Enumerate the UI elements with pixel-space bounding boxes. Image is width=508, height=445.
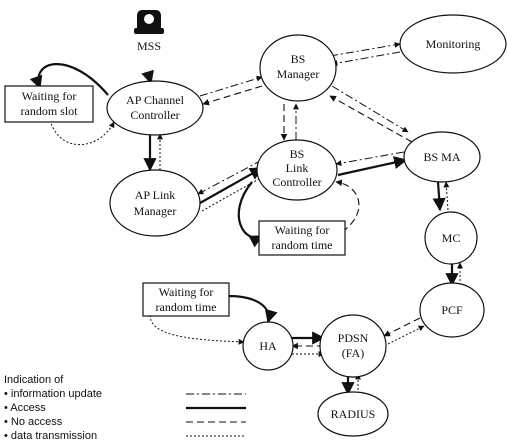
edge-bsm-bsma-info <box>331 85 409 133</box>
box-waiting-random-time-bs[interactable]: Waiting for random time <box>258 220 346 256</box>
edge-bslc-aplm-info <box>197 159 263 195</box>
pcf-label: PCF <box>441 303 463 317</box>
node-ap-channel-controller[interactable]: AP Channel Controller <box>106 80 204 136</box>
legend-title: Indication of <box>4 374 64 386</box>
node-bs-manager[interactable]: BS Manager <box>259 34 337 102</box>
node-pcf[interactable]: PCF <box>419 282 485 338</box>
edge-pcf-pdsn-noacc <box>383 317 421 337</box>
edge-bsma-bsm-noacc <box>329 95 413 143</box>
box-waiting-random-slot[interactable]: Waiting for random slot <box>4 85 94 123</box>
edge-bsm-monitoring <box>329 41 401 57</box>
bs-ma-label: BS MA <box>423 150 460 164</box>
node-bs-link-controller[interactable]: BS Link Controller <box>256 139 338 201</box>
pdsn-line1: PDSN <box>338 331 369 345</box>
node-ap-link-manager[interactable]: AP Link Manager <box>109 169 201 237</box>
edge-apcc-waitslot <box>29 63 109 96</box>
wait-time-bs-line2: random time <box>272 238 333 252</box>
pdsn-line2: (FA) <box>342 346 364 360</box>
mss-icon <box>134 10 164 34</box>
node-pdsn[interactable]: PDSN (FA) <box>319 314 387 378</box>
bslc-line3: Controller <box>272 175 321 189</box>
edge-bslc-bsma-access <box>337 156 408 177</box>
mss-terminal[interactable]: MSS <box>134 10 164 53</box>
legend-item-data: • data transmission <box>4 430 97 442</box>
apcc-line1: AP Channel <box>126 93 185 107</box>
bslc-line2: Link <box>286 161 309 175</box>
wait-slot-line2: random slot <box>21 104 79 118</box>
box-waiting-random-time-ha[interactable]: Waiting for random time <box>142 282 230 317</box>
aplm-line2: Manager <box>134 204 177 218</box>
legend-item-no-access: • No access <box>4 416 63 428</box>
edge-bslc-waittime <box>237 181 264 248</box>
wait-time-ha-line1: Waiting for <box>159 285 214 299</box>
edge-waitslot-apcc <box>49 119 115 146</box>
edge-bsm-apcc-noacc <box>202 85 263 106</box>
node-mc[interactable]: MC <box>424 211 478 265</box>
monitoring-label: Monitoring <box>426 37 481 51</box>
legend-item-access: • Access <box>4 402 46 414</box>
wait-time-bs-line1: Waiting for <box>275 223 330 237</box>
mc-label: MC <box>442 231 461 245</box>
legend: Indication of • information update • Acc… <box>4 374 246 442</box>
edge-aplm-bslc-data <box>201 175 265 212</box>
node-radius[interactable]: RADIUS <box>317 391 389 437</box>
apcc-line2: Controller <box>130 108 179 122</box>
legend-item-info: • information update <box>4 388 102 400</box>
edge-bsma-bslc-info <box>335 151 405 167</box>
bs-manager-line1: BS <box>291 52 306 66</box>
edge-bsma-mc-access <box>432 181 446 212</box>
ha-label: HA <box>259 339 277 353</box>
edge-pdsn-pcf-data <box>387 325 425 345</box>
aplm-line1: AP Link <box>135 188 176 202</box>
edge-mc-bsma-data <box>443 181 450 211</box>
node-monitoring[interactable]: Monitoring <box>399 14 507 74</box>
edge-aplm-bslc-access <box>199 167 264 204</box>
node-ha[interactable]: HA <box>242 321 294 371</box>
edge-waittime-bslc <box>335 179 360 233</box>
wait-time-ha-line2: random time <box>156 300 217 314</box>
edge-waittime-ha-data <box>149 314 245 345</box>
edges <box>29 41 463 396</box>
wait-slot-line1: Waiting for <box>22 89 77 103</box>
edge-monitoring-bsm <box>331 51 401 67</box>
bs-manager-line2: Manager <box>277 67 320 81</box>
radius-label: RADIUS <box>331 407 376 421</box>
edge-apcc-bsm-info <box>199 75 263 97</box>
node-bs-ma[interactable]: BS MA <box>403 131 481 183</box>
mss-label: MSS <box>137 39 161 53</box>
edge-waittime-ha <box>227 294 278 324</box>
bslc-line1: BS <box>290 147 305 161</box>
